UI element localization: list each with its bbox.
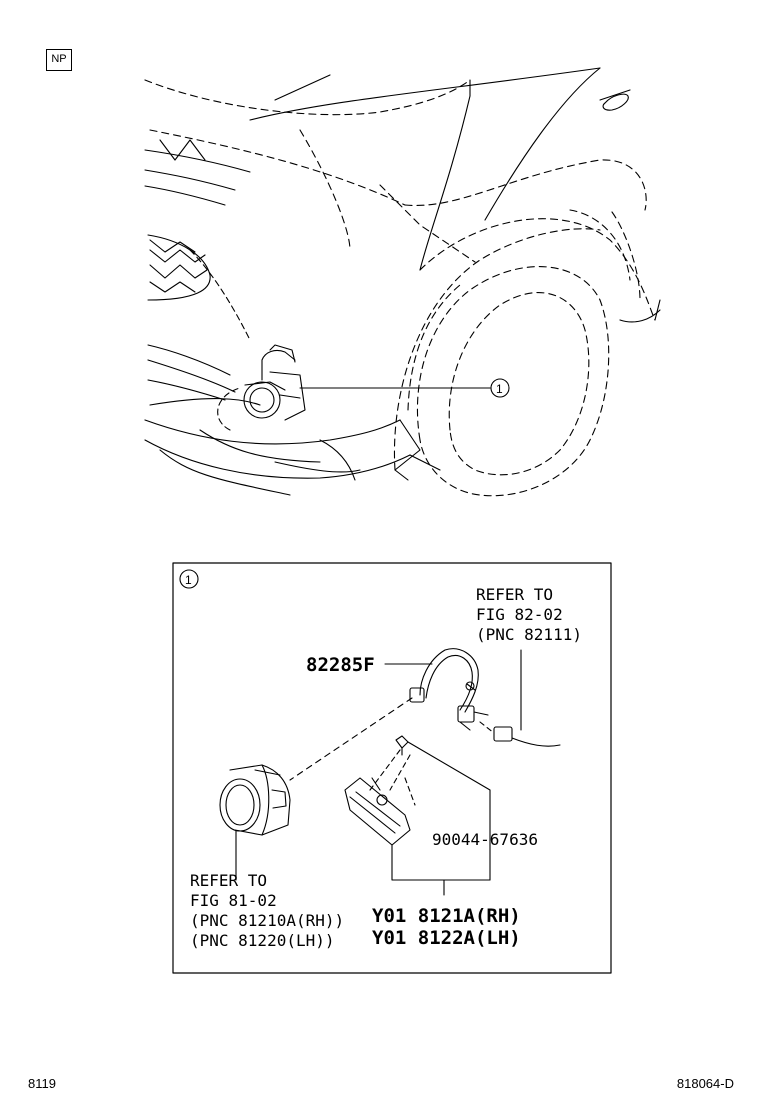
fog-lamp-detail bbox=[219, 764, 291, 836]
refer-bottom-line1: REFER TO bbox=[190, 871, 267, 890]
np-badge: NP bbox=[46, 49, 72, 71]
wire-harness bbox=[409, 648, 489, 731]
side-marker-lamp bbox=[344, 777, 411, 846]
refer-bottom-line2: FIG 81-02 bbox=[190, 891, 277, 910]
fog-lamp-on-vehicle bbox=[243, 344, 306, 421]
refer-top-line2: FIG 82-02 bbox=[476, 605, 563, 624]
detail-callout-circle bbox=[179, 569, 199, 589]
detail-box bbox=[172, 562, 612, 974]
footer-left-code: 8119 bbox=[28, 1076, 56, 1091]
refer-bottom-line4: (PNC 81220(LH)) bbox=[190, 931, 335, 950]
harness-connector bbox=[493, 726, 513, 742]
callout-number-1: 1 bbox=[496, 382, 503, 396]
part-number-82285F: 82285F bbox=[306, 654, 375, 676]
harness-tail bbox=[511, 737, 561, 747]
part-number-90044-67636: 90044-67636 bbox=[432, 830, 538, 849]
refer-top-line1: REFER TO bbox=[476, 585, 553, 604]
leader-90044 bbox=[407, 741, 491, 791]
part-number-y01-lh: Y01 8122A(LH) bbox=[372, 927, 521, 949]
footer-right-code: 818064-D bbox=[676, 1076, 734, 1091]
bracket-y01 bbox=[391, 844, 491, 881]
callout-circle-1 bbox=[490, 378, 510, 398]
car-front-view bbox=[144, 67, 661, 497]
refer-bottom-line3: (PNC 81210A(RH)) bbox=[190, 911, 344, 930]
refer-top-line3: (PNC 82111) bbox=[476, 625, 582, 644]
part-number-y01-rh: Y01 8121A(RH) bbox=[372, 905, 521, 927]
detail-callout-number: 1 bbox=[185, 573, 192, 587]
